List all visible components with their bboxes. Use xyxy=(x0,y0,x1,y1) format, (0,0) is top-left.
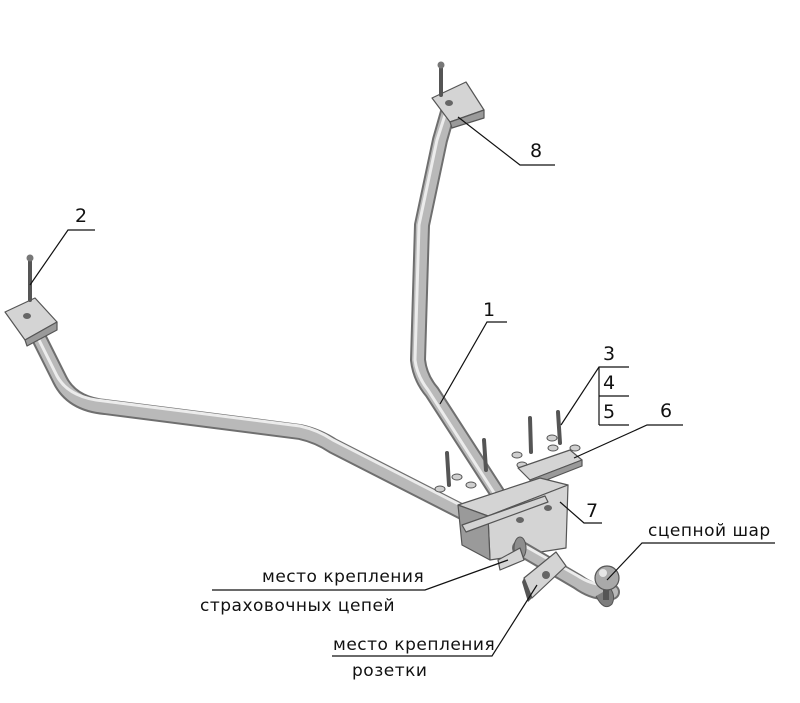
callout-7: 7 xyxy=(586,500,598,522)
callout-8: 8 xyxy=(530,140,542,162)
callout-6: 6 xyxy=(660,400,672,422)
mounting-bracket-2 xyxy=(4,254,58,347)
callout-2: 2 xyxy=(75,205,87,227)
mounting-bracket-8 xyxy=(431,61,485,129)
left-support-tube xyxy=(27,322,486,528)
hitch-ball xyxy=(594,565,620,600)
callout-3: 3 xyxy=(603,343,615,365)
leader-lines xyxy=(29,116,775,657)
label-socket-mount-line1: место крепления xyxy=(333,635,495,655)
label-hitch-ball: сцепной шар xyxy=(648,521,771,541)
callout-5: 5 xyxy=(603,401,615,423)
socket-mount-plate xyxy=(522,551,567,602)
label-chain-mount-line1: место крепления xyxy=(262,567,424,587)
right-support-tube xyxy=(410,104,513,513)
main-mounting-plate-7 xyxy=(457,477,569,561)
label-socket-mount-line2: розетки xyxy=(352,661,427,681)
safety-chain-lug xyxy=(497,547,525,571)
callout-4: 4 xyxy=(603,372,615,394)
callout-1: 1 xyxy=(483,299,495,321)
label-chain-mount-line2: страховочных цепей xyxy=(200,596,395,616)
